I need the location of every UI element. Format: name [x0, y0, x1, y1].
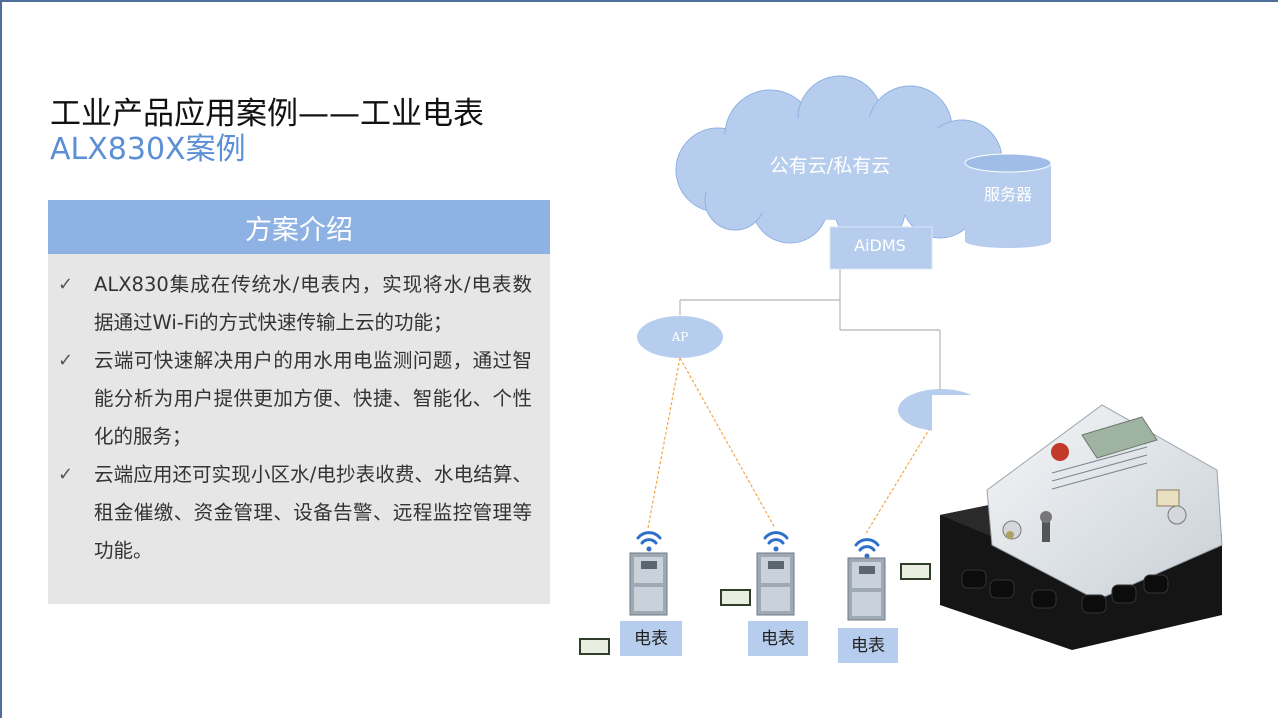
meter-device-2 — [757, 533, 794, 615]
wifi-icon — [856, 540, 878, 550]
meter-label: 电表 — [634, 629, 668, 649]
wireless-link — [648, 358, 680, 528]
meter-label: 电表 — [761, 629, 795, 649]
platform-label: AiDMS — [854, 236, 906, 255]
ap-label: AP — [671, 330, 689, 344]
wifi-icon — [765, 533, 787, 543]
cloud-label: 公有云/私有云 — [770, 155, 890, 177]
wifi-icon — [638, 533, 660, 543]
electric-meter-photo — [932, 395, 1234, 650]
wireless-links — [648, 358, 930, 535]
wireless-link — [865, 428, 930, 535]
meter-label: 电表 — [851, 636, 885, 656]
server-label: 服务器 — [984, 185, 1032, 204]
meter-device-1 — [630, 533, 667, 615]
meter-device-3 — [848, 540, 885, 620]
wireless-link — [680, 358, 775, 528]
